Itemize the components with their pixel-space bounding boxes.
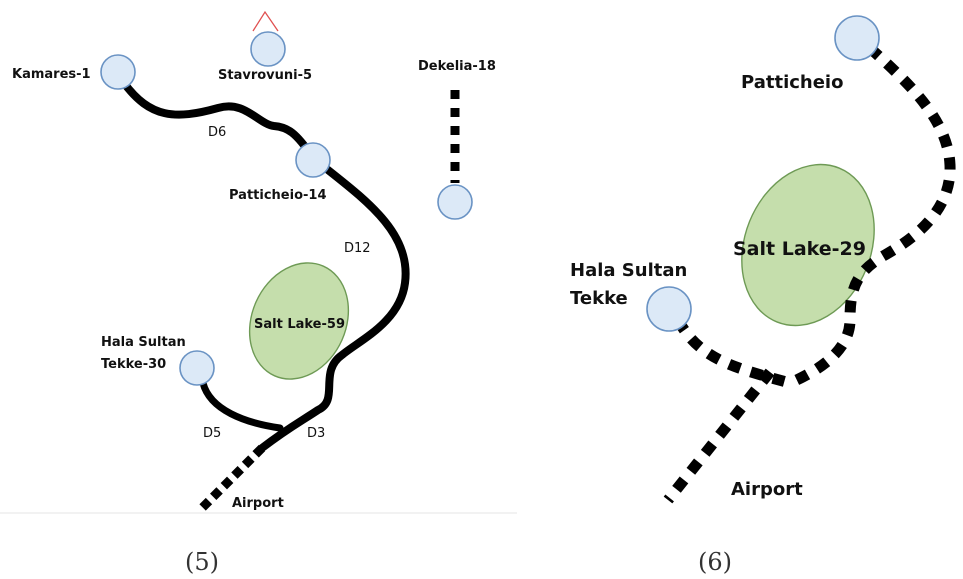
label-pattichio: Patticheio-14 (229, 188, 327, 203)
label-6-hala-sultan-line1: Hala Sultan (570, 260, 687, 281)
route-d5 (199, 379, 284, 432)
station-pattichio (295, 142, 331, 178)
station-dekelia (437, 184, 473, 220)
label-hala-sultan-line2: Tekke-30 (101, 357, 166, 372)
label-dekelia: Dekelia-18 (418, 59, 496, 74)
route-d6 (120, 79, 317, 162)
label-6-salt-lake: Salt Lake-29 (733, 238, 866, 260)
station-stavrovuni (250, 31, 286, 67)
edge-label-d12: D12 (344, 241, 371, 256)
edge-label-d5: D5 (203, 426, 221, 441)
caret-marker-icon (252, 10, 279, 32)
station-kamares (100, 54, 136, 90)
edge-label-d6: D6 (208, 125, 226, 140)
label-airport: Airport (232, 496, 284, 511)
caption-5: (5) (185, 548, 219, 576)
label-6-airport: Airport (731, 479, 803, 500)
route-6-hala-sultan (673, 317, 792, 389)
route-6-airport (663, 368, 775, 504)
station-6-hala-sultan (646, 286, 692, 332)
label-6-hala-sultan-line2: Tekke (570, 288, 628, 309)
route-d12-d3 (258, 154, 410, 452)
station-hala-sultan (179, 350, 215, 386)
label-kamares: Kamares-1 (12, 67, 91, 82)
label-hala-sultan-line1: Hala Sultan (101, 335, 186, 350)
salt-lake-area (248, 262, 350, 380)
label-stavrovuni: Stavrovuni-5 (218, 68, 312, 83)
edge-label-d3: D3 (307, 426, 325, 441)
diagram-5: Kamares-1 Stavrovuni-5 Dekelia-18 Pattic… (0, 10, 517, 576)
label-6-pattichio: Patticheio (741, 72, 843, 93)
label-salt-lake: Salt Lake-59 (254, 317, 345, 332)
caption-6: (6) (698, 548, 732, 576)
diagram-6: Patticheio Hala Sultan Tekke Salt Lake-2… (570, 15, 956, 576)
station-6-pattichio (834, 15, 880, 61)
